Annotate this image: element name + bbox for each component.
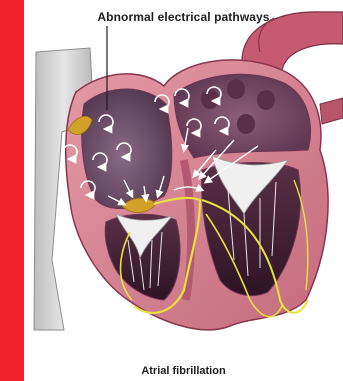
atrial-fibrillation-caption: Atrial fibrillation	[24, 365, 343, 377]
pulmonary-veins	[320, 98, 343, 124]
illustration-panel: Abnormal electrical pathways Atrial fibr…	[24, 0, 343, 381]
side-color-band	[0, 0, 24, 381]
vein-opening-4	[237, 114, 255, 134]
heart-illustration	[24, 0, 343, 381]
vein-opening-1	[201, 89, 219, 109]
abnormal-pathways-label: Abnormal electrical pathways	[24, 10, 343, 24]
vein-opening-2	[227, 79, 245, 99]
vein-opening-3	[257, 90, 275, 110]
